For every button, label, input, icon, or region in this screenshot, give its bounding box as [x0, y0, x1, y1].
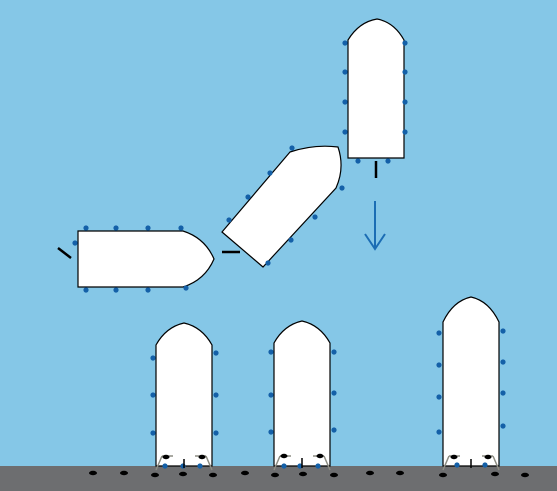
- vessel-hull: [347, 18, 405, 159]
- vessel-descending: [342, 18, 408, 178]
- vessel-moored: [150, 322, 219, 471]
- vessel-fenders: [268, 349, 337, 469]
- vessel-fenders: [436, 328, 506, 468]
- vessel-fenders: [342, 40, 408, 164]
- vessel-hull: [221, 145, 342, 268]
- bollards: [162, 454, 206, 468]
- vessel-hull: [77, 230, 215, 288]
- stern-line-marker: [57, 247, 72, 259]
- bollards: [450, 454, 492, 468]
- vessel-moored: [268, 320, 337, 471]
- vessel-moored: [436, 296, 506, 471]
- vessel-turning: [221, 145, 345, 268]
- vessel-hull: [442, 296, 500, 467]
- bollards: [280, 453, 324, 468]
- vessel-fenders: [150, 350, 219, 469]
- seabed-markers: [89, 470, 529, 478]
- arrow-down-icon: [364, 201, 386, 251]
- vessel-hull: [273, 320, 331, 467]
- seabed-strip: [0, 466, 557, 491]
- vessel-approaching: [57, 225, 215, 293]
- vessel-fenders: [72, 225, 189, 293]
- vessel-fenders: [226, 145, 345, 266]
- vessel-hull: [155, 322, 213, 467]
